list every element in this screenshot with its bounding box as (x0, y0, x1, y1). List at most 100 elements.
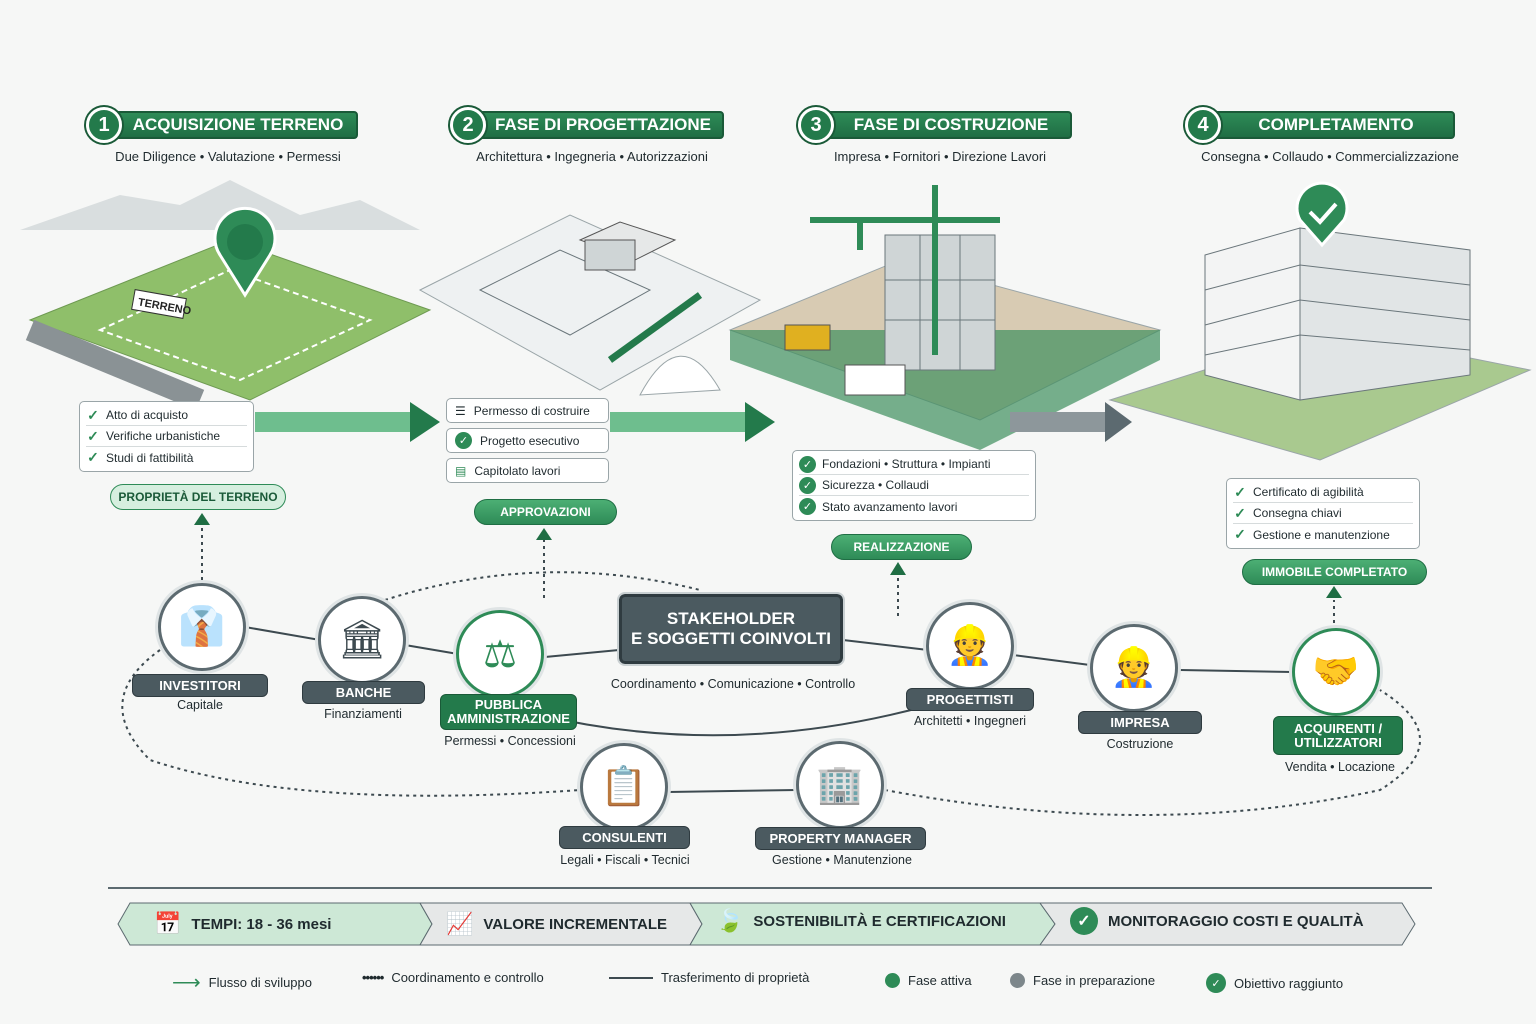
phase-subtitle: Due Diligence • Valutazione • Permessi (115, 149, 341, 164)
doc-label: Capitolato lavori (474, 463, 561, 478)
phase-number: 3 (798, 107, 834, 143)
legend-coordination: ••••••Coordinamento e controllo (362, 970, 544, 985)
check-icon: ✓ (1234, 504, 1246, 521)
land-ownership-badge: PROPRIETÀ DEL TERRENO (110, 484, 286, 510)
check-circle-icon: ✓ (1206, 973, 1226, 993)
legend-label: Fase attiva (908, 973, 972, 988)
calendar-icon: 📅 (154, 911, 182, 936)
stakeholder-banche: BANCHE (302, 681, 425, 704)
document-icon: ☰ (455, 403, 466, 418)
ownership-lines (244, 626, 1293, 793)
checklist-item: Stato avanzamento lavori (822, 499, 958, 514)
legend-label: Flusso di sviluppo (208, 975, 312, 990)
segment-label: SOSTENIBILITÀ E CERTIFICAZIONI (753, 912, 1006, 930)
concrete-truck (844, 364, 906, 396)
phase-3-header: FASE DI COSTRUZIONE (800, 111, 1072, 139)
phase-title: FASE DI PROGETTAZIONE (495, 115, 711, 134)
doc-label: Permesso di costruire (473, 403, 590, 418)
check-badge-icon: ✓ (455, 432, 472, 449)
checklist-item: Studi di fattibilità (106, 450, 194, 465)
map-pin-handshake-icon (213, 206, 277, 298)
phase-number: 4 (1185, 107, 1221, 143)
legend-label: Trasferimento di proprietà (661, 970, 810, 985)
phase-subtitle: Impresa • Fornitori • Direzione Lavori (833, 149, 1047, 164)
check-icon: ✓ (1234, 483, 1246, 500)
excavator (784, 324, 831, 351)
doc-building-permit: ☰ Permesso di costruire (446, 398, 609, 423)
phase-1-header: ACQUISIZIONE TERRENO (88, 111, 358, 139)
phase-subtitle: Architettura • Ingegneria • Autorizzazio… (476, 149, 708, 164)
legend-label: Coordinamento e controllo (391, 970, 544, 985)
doc-executive-project: ✓Progetto esecutivo (446, 428, 609, 453)
approvals-badge: APPROVAZIONI (474, 499, 617, 525)
phase-4-header: COMPLETAMENTO (1187, 111, 1455, 139)
phase-title: COMPLETAMENTO (1258, 115, 1414, 134)
growth-chart-icon: 📈 (446, 911, 474, 936)
phase-number: 1 (86, 107, 122, 143)
center-subtitle: Coordinamento • Comunicazione • Controll… (610, 677, 856, 691)
businessman-icon: 👔 (158, 583, 246, 671)
stakeholder-caption: Finanziamenti (324, 707, 402, 721)
shield-check-icon: ✓ (799, 455, 816, 473)
gear-check-icon: ✓ (1070, 907, 1098, 935)
land-parcel (28, 239, 432, 401)
check-icon: ✓ (87, 406, 99, 423)
check-circle-icon: ✓ (799, 476, 816, 494)
legend-label: Obiettivo raggiunto (1234, 975, 1344, 991)
crane (810, 185, 1000, 355)
pencil (607, 292, 703, 363)
stakeholder-caption: Legali • Fiscali • Tecnici (560, 853, 690, 867)
stakeholder-progettisti: PROGETTISTI (906, 688, 1034, 711)
list-icon: ▤ (455, 463, 467, 478)
checkmark-pin-icon (1295, 181, 1349, 248)
sustainability-segment: 🍃SOSTENIBILITÀ E CERTIFICAZIONI (680, 900, 1006, 942)
stakeholder-property-manager: PROPERTY MANAGER (755, 827, 926, 850)
flow-arrow (1010, 402, 1132, 442)
stakeholder-pubblica-amministrazione: PUBBLICA AMMINISTRAZIONE (440, 694, 577, 730)
value-segment: 📈 VALORE INCREMENTALE (410, 903, 667, 945)
gray-dot-icon (1010, 973, 1025, 988)
bar-segment-monitoring (1039, 902, 1416, 946)
stakeholder-investitori: INVESTITORI (132, 674, 268, 697)
phase-4-checklist: ✓ Certificato di agibilità ✓ Consegna chia… (1226, 478, 1420, 549)
checklist-item: Certificato di agibilità (1253, 485, 1364, 499)
check-icon: ✓ (1234, 526, 1246, 542)
green-dot-icon (885, 973, 900, 988)
phase-1-checklist: ✓Atto di acquisto ✓Verifiche urbanistich… (79, 401, 254, 472)
center-title: STAKEHOLDER (666, 609, 796, 628)
house-model (578, 221, 677, 271)
segment-label: VALORE INCREMENTALE (483, 915, 668, 933)
phase-subtitle: Consegna • Collaudo • Commercializzazion… (1201, 149, 1459, 164)
check-icon: ✓ (87, 427, 99, 444)
stakeholder-impresa: IMPRESA (1078, 711, 1202, 734)
stakeholder-caption: Costruzione (1106, 737, 1174, 751)
hard-hat (639, 355, 721, 396)
stakeholder-consulenti: CONSULENTI (559, 826, 690, 849)
phase-number: 2 (450, 107, 486, 143)
checklist-item: Fondazioni • Struttura • Impianti (822, 457, 991, 471)
stakeholder-caption: Capitale (177, 698, 223, 712)
clipboard-icon: 📋 (580, 743, 668, 831)
completed-building (1204, 227, 1471, 401)
stakeholder-caption: Gestione • Manutenzione (772, 853, 912, 867)
checklist-item: Atto di acquisto (106, 408, 189, 422)
timeline-segment: 📅 TEMPI: 18 - 36 mesi (118, 903, 331, 945)
coordination-lines (121, 520, 1421, 816)
checklist-item: Gestione e manutenzione (1253, 527, 1390, 542)
flow-arrow (610, 402, 775, 442)
monitoring-segment: ✓MONITORAGGIO COSTI E QUALITÀ (1034, 900, 1364, 942)
stakeholder-caption: Permessi • Concessioni (444, 734, 576, 748)
realization-badge: REALIZZAZIONE (831, 534, 972, 560)
legend-label: Fase in preparazione (1033, 973, 1156, 988)
phase-2-header: FASE DI PROGETTAZIONE (452, 111, 724, 139)
stakeholder-caption: Architetti • Ingegneri (913, 714, 1027, 728)
bank-icon: 🏛 (318, 596, 406, 684)
phase-title: FASE DI COSTRUZIONE (853, 115, 1049, 134)
checklist-item: Sicurezza • Collaudi (822, 478, 929, 492)
center-title: E SOGGETTI COINVOLTI (631, 629, 831, 648)
checklist-item: Consegna chiavi (1253, 506, 1342, 520)
mountains (20, 180, 420, 230)
segment-label: TEMPI: 18 - 36 mesi (191, 915, 332, 933)
